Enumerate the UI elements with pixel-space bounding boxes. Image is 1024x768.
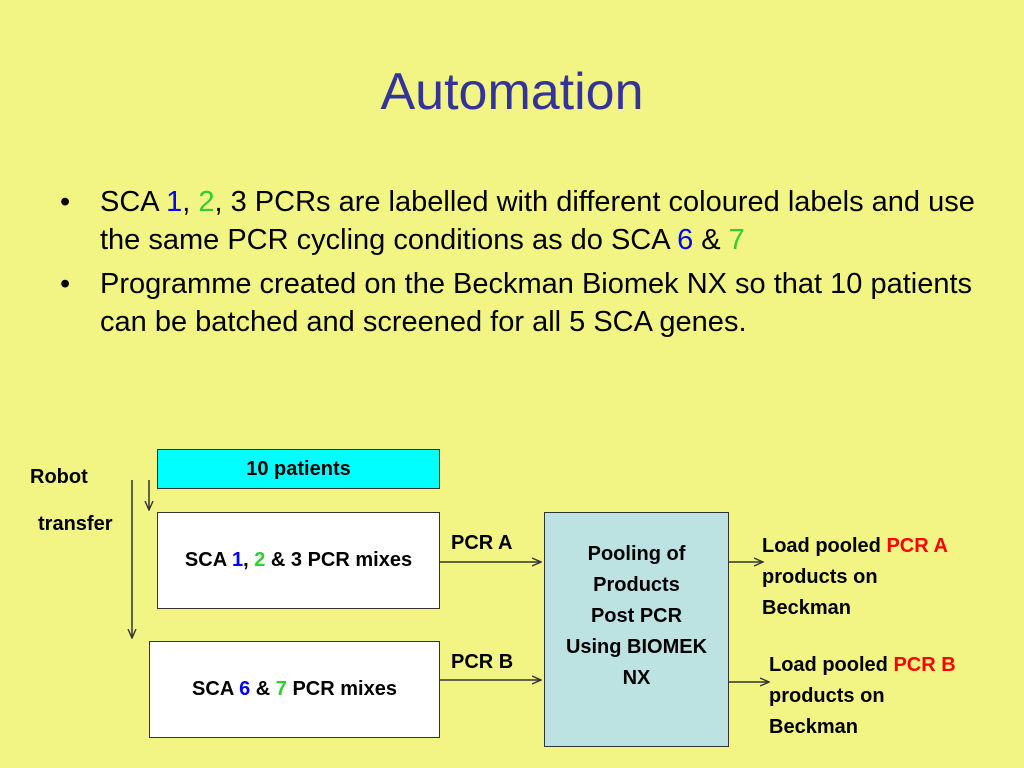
sca-6-number: 6 bbox=[677, 224, 694, 256]
pooling-box: Pooling of Products Post PCR Using BIOME… bbox=[544, 512, 729, 747]
transfer-label: transfer bbox=[38, 513, 113, 535]
pcr-b-label: PCR B bbox=[451, 651, 514, 673]
bullet-dot: • bbox=[60, 268, 71, 300]
sca-7-number: 7 bbox=[728, 224, 745, 256]
sca-1-2-3-mixes-box: SCA 1, 2 & 3 PCR mixes bbox=[157, 512, 440, 609]
load-pcr-b-text: Load pooled PCR B products on Beckman bbox=[769, 654, 956, 738]
pcr-a-label: PCR A bbox=[451, 532, 513, 554]
robot-label: Robot bbox=[30, 466, 88, 488]
bullet-1: • SCA 1, 2, 3 PCRs are labelled with dif… bbox=[60, 183, 980, 259]
bullet-list: • SCA 1, 2, 3 PCRs are labelled with dif… bbox=[60, 183, 980, 347]
bullet-2: • Programme created on the Beckman Biome… bbox=[60, 265, 980, 341]
sca-1-number: 1 bbox=[166, 186, 183, 218]
patients-box: 10 patients bbox=[157, 449, 440, 489]
bullet-dot: • bbox=[60, 186, 71, 218]
sca-2-number: 2 bbox=[198, 186, 215, 218]
load-pcr-a-text: Load pooled PCR A products on Beckman bbox=[762, 535, 948, 619]
slide-title: Automation bbox=[380, 63, 644, 121]
sca-6-7-mixes-box: SCA 6 & 7 PCR mixes bbox=[149, 641, 440, 738]
